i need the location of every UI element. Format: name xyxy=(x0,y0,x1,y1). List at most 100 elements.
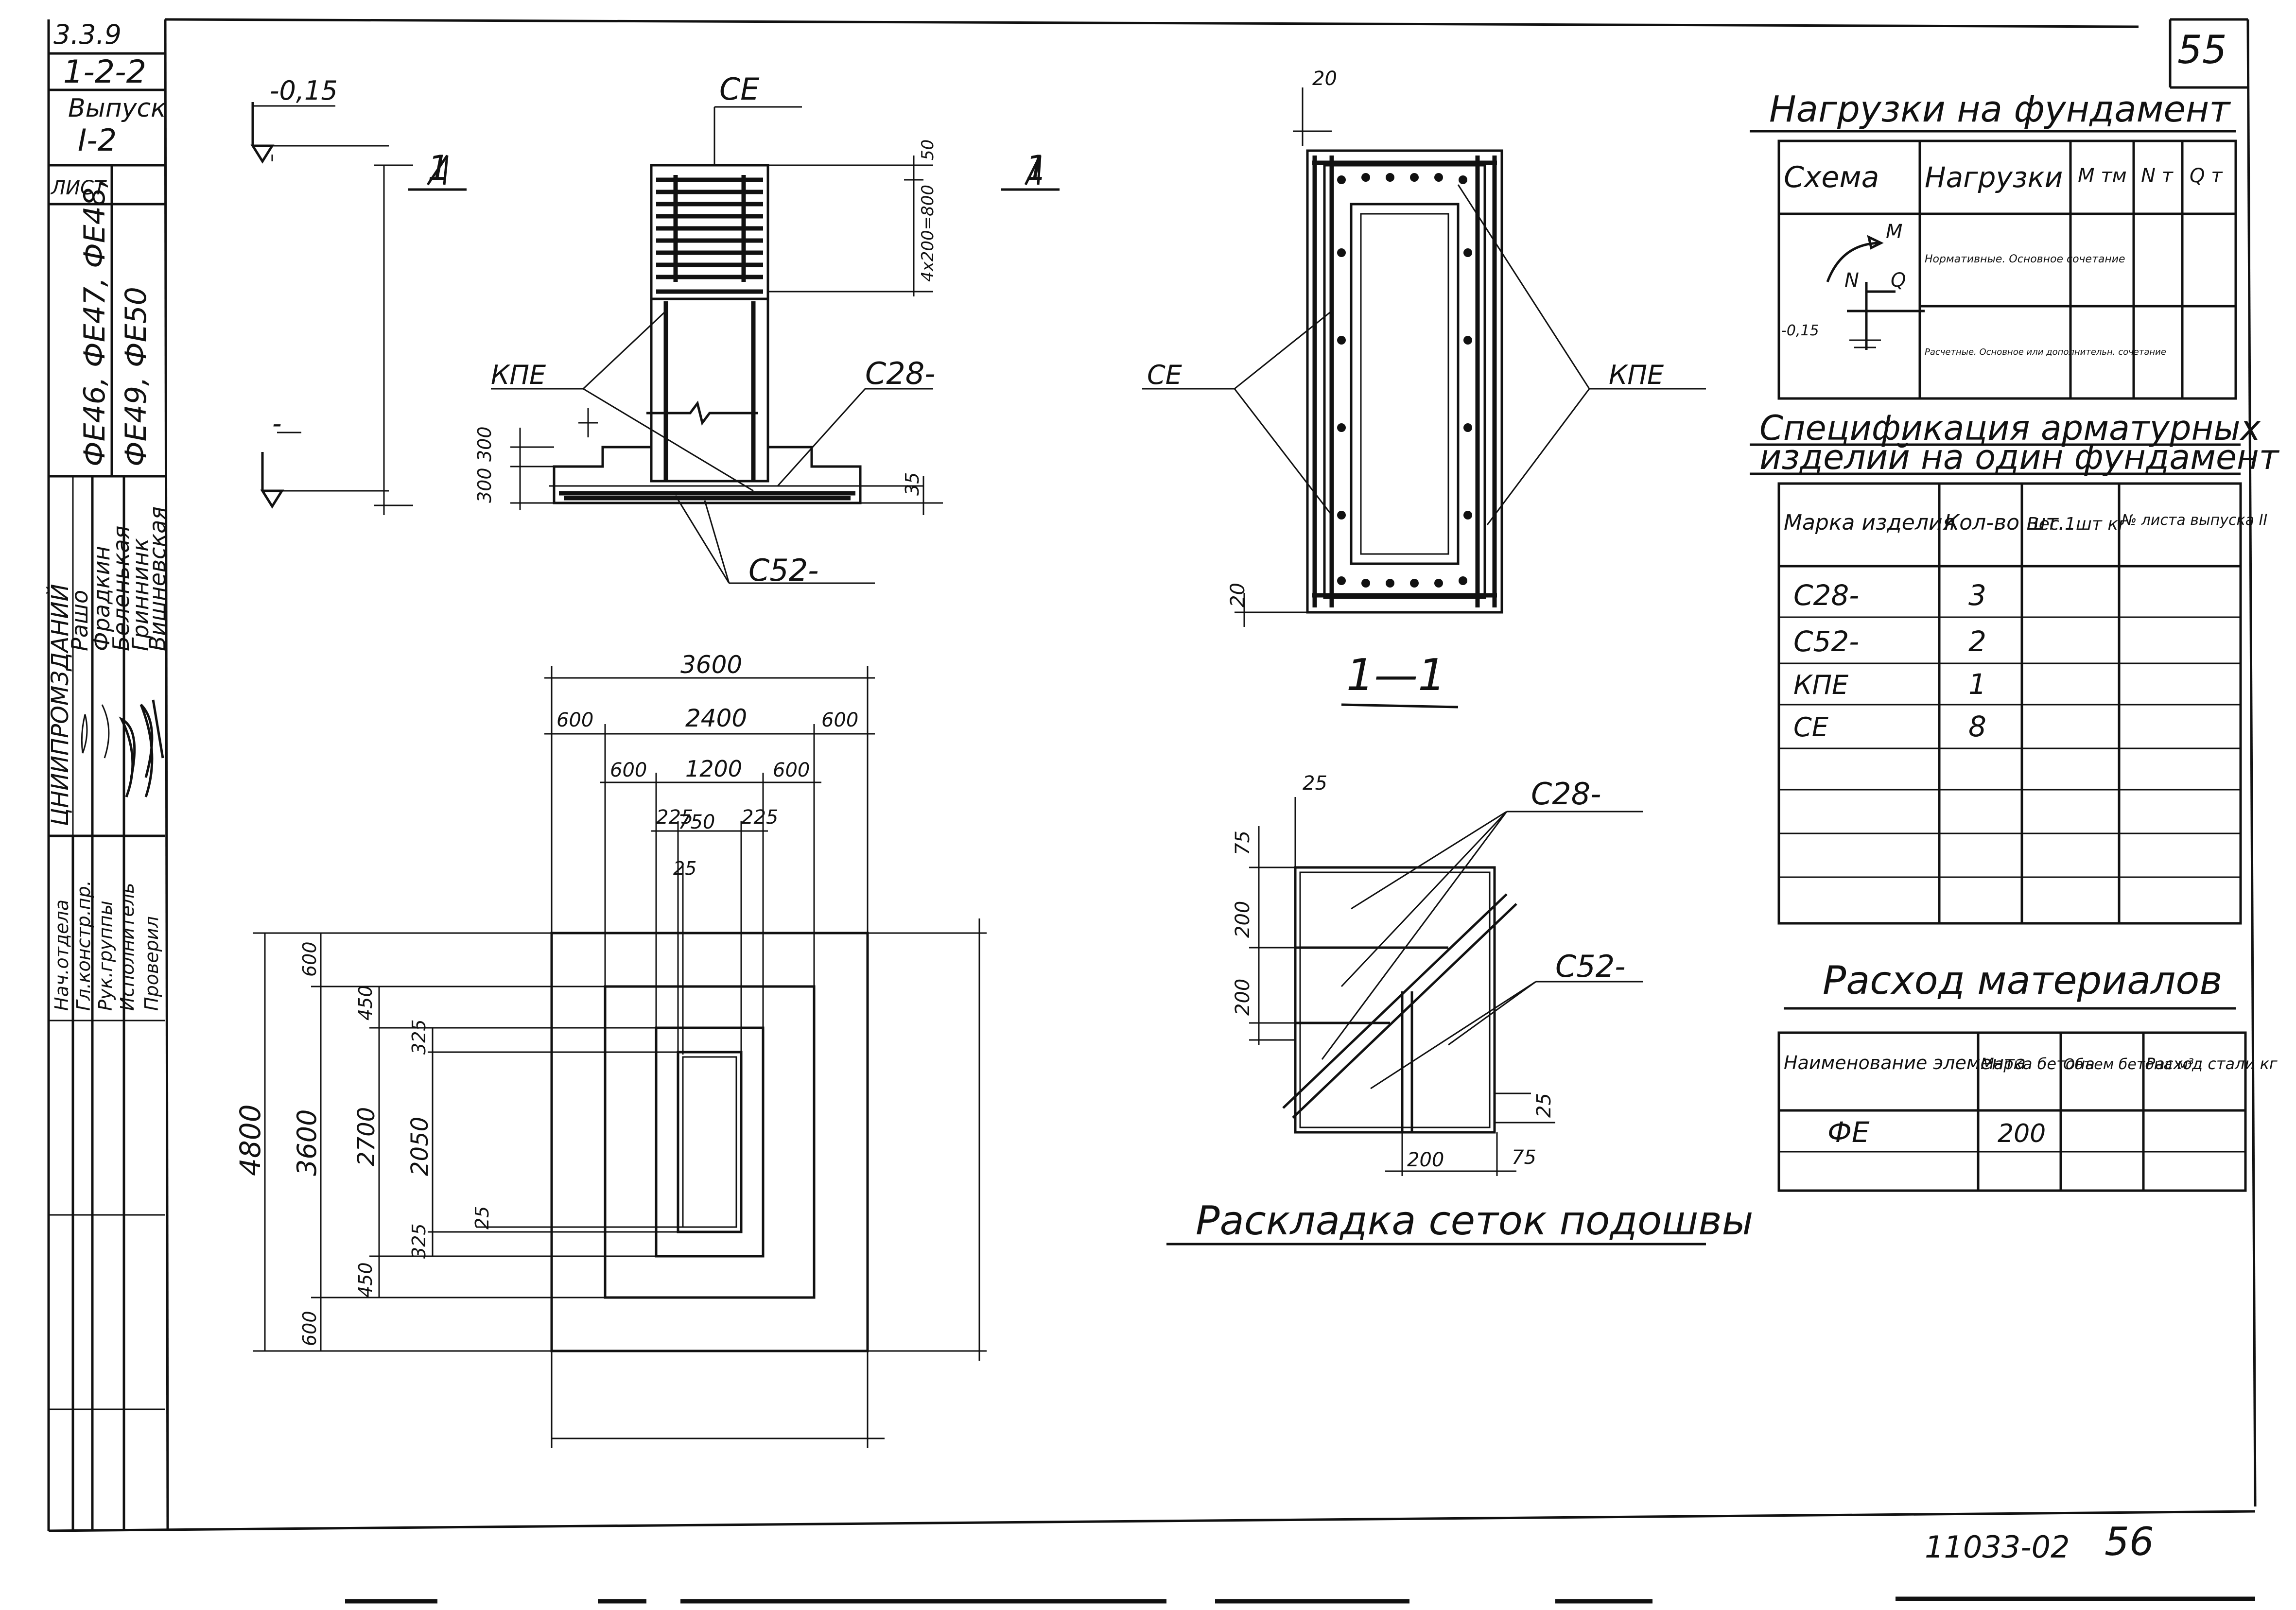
scan-bottom-marks xyxy=(345,1596,2255,1604)
stamp-signatures xyxy=(81,699,164,797)
spec-qty: 1 xyxy=(1968,668,1986,701)
plan-view xyxy=(253,666,987,1448)
loads-header: Q т xyxy=(2190,165,2223,187)
dim-plan-h: 600 xyxy=(773,759,810,781)
stamp-institute: ЦНИИПРОМЗДАНИЙ xyxy=(46,584,74,826)
stamp-name: Гриннинк xyxy=(127,538,154,651)
stamp-issue-label: Выпуск xyxy=(68,94,166,123)
section-title: 1—1 xyxy=(1346,650,1446,701)
loads-headers: Схема Нагрузки M тм N т Q т xyxy=(1784,160,2223,194)
dim-mesh: 200 xyxy=(1232,901,1254,938)
dim-plan-h: 225 xyxy=(741,806,778,829)
stamp-role: Исполнитель xyxy=(117,883,138,1011)
loads-scheme-labels: M N Q -0,15 xyxy=(1781,221,1906,339)
stamp-marks-line2: ФЕ49, ФЕ50 xyxy=(119,287,153,467)
dim-plan-v: 325 xyxy=(408,1223,430,1259)
spec-qty: 3 xyxy=(1968,579,1986,612)
dim-plan-h: 1200 xyxy=(685,756,742,782)
dim-plan-v: 2050 xyxy=(406,1117,434,1176)
elevation-label-c52: С52- xyxy=(748,553,819,588)
loads-header: Нагрузки xyxy=(1925,161,2063,194)
doc-code: 11033-02 xyxy=(1925,1529,2070,1565)
spec-header: Вес 1шт кг xyxy=(2027,514,2128,534)
materials-element: ФЕ xyxy=(1827,1116,1870,1149)
spec-qty: 2 xyxy=(1968,625,1986,658)
scheme-label: -0,15 xyxy=(1781,322,1819,339)
spec-mark: СЕ xyxy=(1793,712,1829,743)
dim-mesh: 75 xyxy=(1512,1146,1536,1169)
dim-plan-h: 750 xyxy=(678,811,715,833)
dim-plan-h: 2400 xyxy=(685,704,747,732)
loads-header: N т xyxy=(2141,165,2174,187)
stamp-name: Фрадкин xyxy=(88,546,115,651)
section-mark-right: 1 xyxy=(1026,148,1047,188)
dim-plan-v: 3600 xyxy=(292,1109,322,1176)
dim-plan-h: 225 xyxy=(656,806,693,829)
plan-dims-vertical: 4800 600 3600 600 450 2700 450 325 2050 … xyxy=(234,941,493,1346)
spec-table xyxy=(1750,443,2242,925)
materials-table xyxy=(1777,1007,2247,1192)
dim-plan-h: 3600 xyxy=(680,651,742,679)
loads-rows: Нормативные. Основное сочетание Расчетны… xyxy=(1925,253,2166,357)
stamp-role: Нач.отдела xyxy=(51,900,72,1011)
materials-headers: Наименование элемента Марка бетона Объем… xyxy=(1784,1052,2278,1073)
dim-300b: 300 xyxy=(474,467,495,503)
materials-concrete: 200 xyxy=(1998,1119,2046,1148)
stamp-name: Вишневская xyxy=(144,506,171,651)
elevation-label-ce: СЕ xyxy=(719,71,760,107)
spec-title-line1: Спецификация арматурных xyxy=(1759,408,2261,448)
dim-stirrups: 4х200=800 xyxy=(918,185,938,282)
level-bottom: - xyxy=(272,408,282,439)
stamp-list-label: ЛИСТ xyxy=(50,177,107,199)
side-stamp xyxy=(47,19,165,1531)
scheme-label: N xyxy=(1844,269,1859,292)
scheme-label: M xyxy=(1886,221,1903,243)
loads-title: Нагрузки на фундамент xyxy=(1769,88,2231,130)
spec-mark: С52- xyxy=(1793,625,1859,658)
dim-mesh: 75 xyxy=(1232,831,1254,855)
doc-page: 56 xyxy=(2105,1519,2154,1564)
section-mark-left: 1 xyxy=(428,148,450,188)
dim-mesh: 200 xyxy=(1407,1149,1444,1171)
stamp-name: Беленькая xyxy=(108,526,134,651)
dim-plan-h: 25 xyxy=(673,858,696,879)
mesh-dims: 25 75 200 200 25 200 75 xyxy=(1232,772,1555,1171)
plan-dims-horizontal: 3600 600 2400 600 600 1200 600 225 750 2… xyxy=(557,651,858,879)
dim-mesh: 25 xyxy=(1533,1093,1555,1118)
rebar-dots xyxy=(1337,173,1472,588)
level-top: -0,15 xyxy=(270,75,338,106)
dim-plan-v: 600 xyxy=(299,1311,320,1346)
dim-plan-v: 25 xyxy=(471,1206,493,1229)
stamp-role: Проверил xyxy=(141,916,162,1011)
mesh-label-c52: С52- xyxy=(1555,949,1626,984)
stamp-issue-value: I-2 xyxy=(78,122,117,158)
dim-plan-v: 2700 xyxy=(353,1107,380,1166)
spec-headers: Марка изделия Кол-во шт. Вес 1шт кг № ли… xyxy=(1784,510,2267,535)
sheet-frame xyxy=(48,18,2257,1532)
elevation-view xyxy=(250,102,1060,584)
dim-plan-v: 325 xyxy=(408,1019,430,1055)
spec-header: № листа выпуска II xyxy=(2121,512,2267,529)
loads-header: Схема xyxy=(1784,160,1879,194)
materials-header: Наименование элемента xyxy=(1784,1052,2026,1073)
stamp-sheet-ref: 1-2-2 xyxy=(63,54,146,90)
section-label-ce: СЕ xyxy=(1147,360,1183,390)
dim-plan-v: 600 xyxy=(299,941,320,977)
section-1-1-view xyxy=(1142,87,1706,709)
page-number: 55 xyxy=(2177,27,2227,72)
dim-plan-v: 450 xyxy=(355,1262,376,1298)
materials-rows: ФЕ 200 xyxy=(1827,1116,2046,1149)
materials-header: Расход стали кг xyxy=(2146,1055,2278,1073)
dim-20-bottom: 20 xyxy=(1227,583,1249,607)
stamp-names: Рашо Фрадкин Беленькая Гриннинк Вишневск… xyxy=(67,506,171,651)
dim-plan-v: 4800 xyxy=(234,1104,267,1176)
dim-mesh: 25 xyxy=(1303,772,1327,795)
spec-mark: С28- xyxy=(1793,579,1859,612)
stamp-role: Гл.констр.пр. xyxy=(73,880,94,1011)
elevation-label-c28: С28- xyxy=(865,356,936,391)
dim-35: 35 xyxy=(902,472,923,496)
materials-title: Расход материалов xyxy=(1823,958,2223,1003)
dim-mesh: 200 xyxy=(1232,979,1254,1016)
